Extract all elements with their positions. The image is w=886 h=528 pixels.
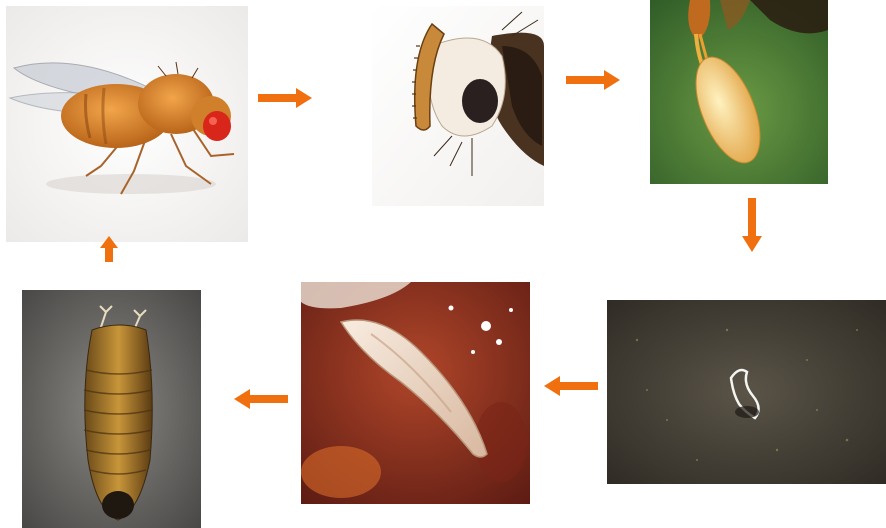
first-instar-larva-photo [607, 300, 886, 484]
arrow-right-icon [566, 70, 620, 90]
egg-photo [650, 0, 828, 184]
arrow-up-icon [100, 236, 118, 262]
pupa-photo [22, 290, 201, 528]
fly-mouthpart-photo [372, 6, 544, 206]
arrow-left-icon [234, 389, 288, 409]
arrow-right-icon [258, 88, 312, 108]
adult-fly-photo [6, 6, 248, 242]
third-instar-larva-photo [301, 282, 530, 504]
arrow-down-icon [742, 198, 762, 252]
arrow-left-icon [544, 376, 598, 396]
arrow-shape [258, 88, 312, 108]
